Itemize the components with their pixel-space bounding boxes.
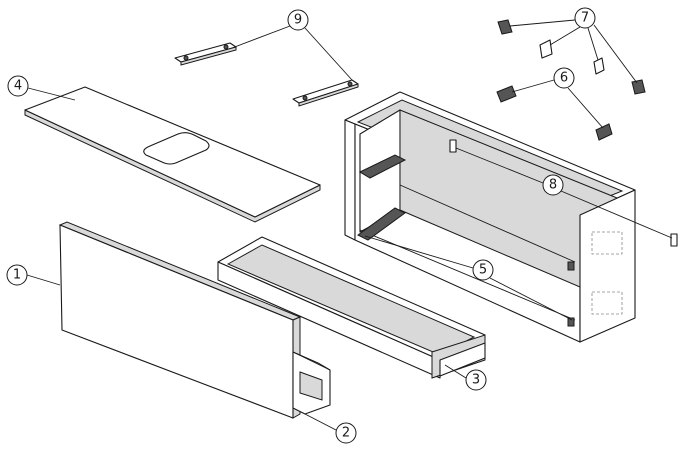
svg-text:7: 7 — [581, 11, 589, 26]
svg-text:5: 5 — [479, 263, 487, 278]
callout-6: 6 — [553, 67, 575, 89]
hinge-clips — [496, 85, 613, 141]
callout-5: 5 — [472, 259, 494, 281]
mounting-rail-bottom — [292, 79, 359, 107]
callout-1: 1 — [6, 264, 28, 286]
wall-brackets — [497, 19, 646, 95]
mounting-rail-top — [174, 42, 237, 66]
front-panel — [58, 221, 302, 419]
inner-drawer — [292, 351, 331, 415]
svg-text:6: 6 — [560, 71, 568, 86]
svg-text:2: 2 — [342, 426, 350, 441]
callout-8: 8 — [542, 174, 564, 196]
callout-7: 7 — [574, 7, 596, 29]
callout-9: 9 — [287, 9, 309, 31]
svg-text:4: 4 — [14, 79, 22, 94]
callout-4: 4 — [7, 75, 29, 97]
svg-text:1: 1 — [13, 268, 21, 283]
svg-text:9: 9 — [294, 13, 302, 28]
callout-2: 2 — [335, 422, 357, 444]
svg-text:8: 8 — [549, 178, 557, 193]
countertop — [24, 86, 321, 223]
drawer-box — [217, 236, 486, 379]
callout-3: 3 — [465, 369, 487, 391]
leader-lines — [26, 19, 673, 431]
svg-text:3: 3 — [472, 373, 480, 388]
